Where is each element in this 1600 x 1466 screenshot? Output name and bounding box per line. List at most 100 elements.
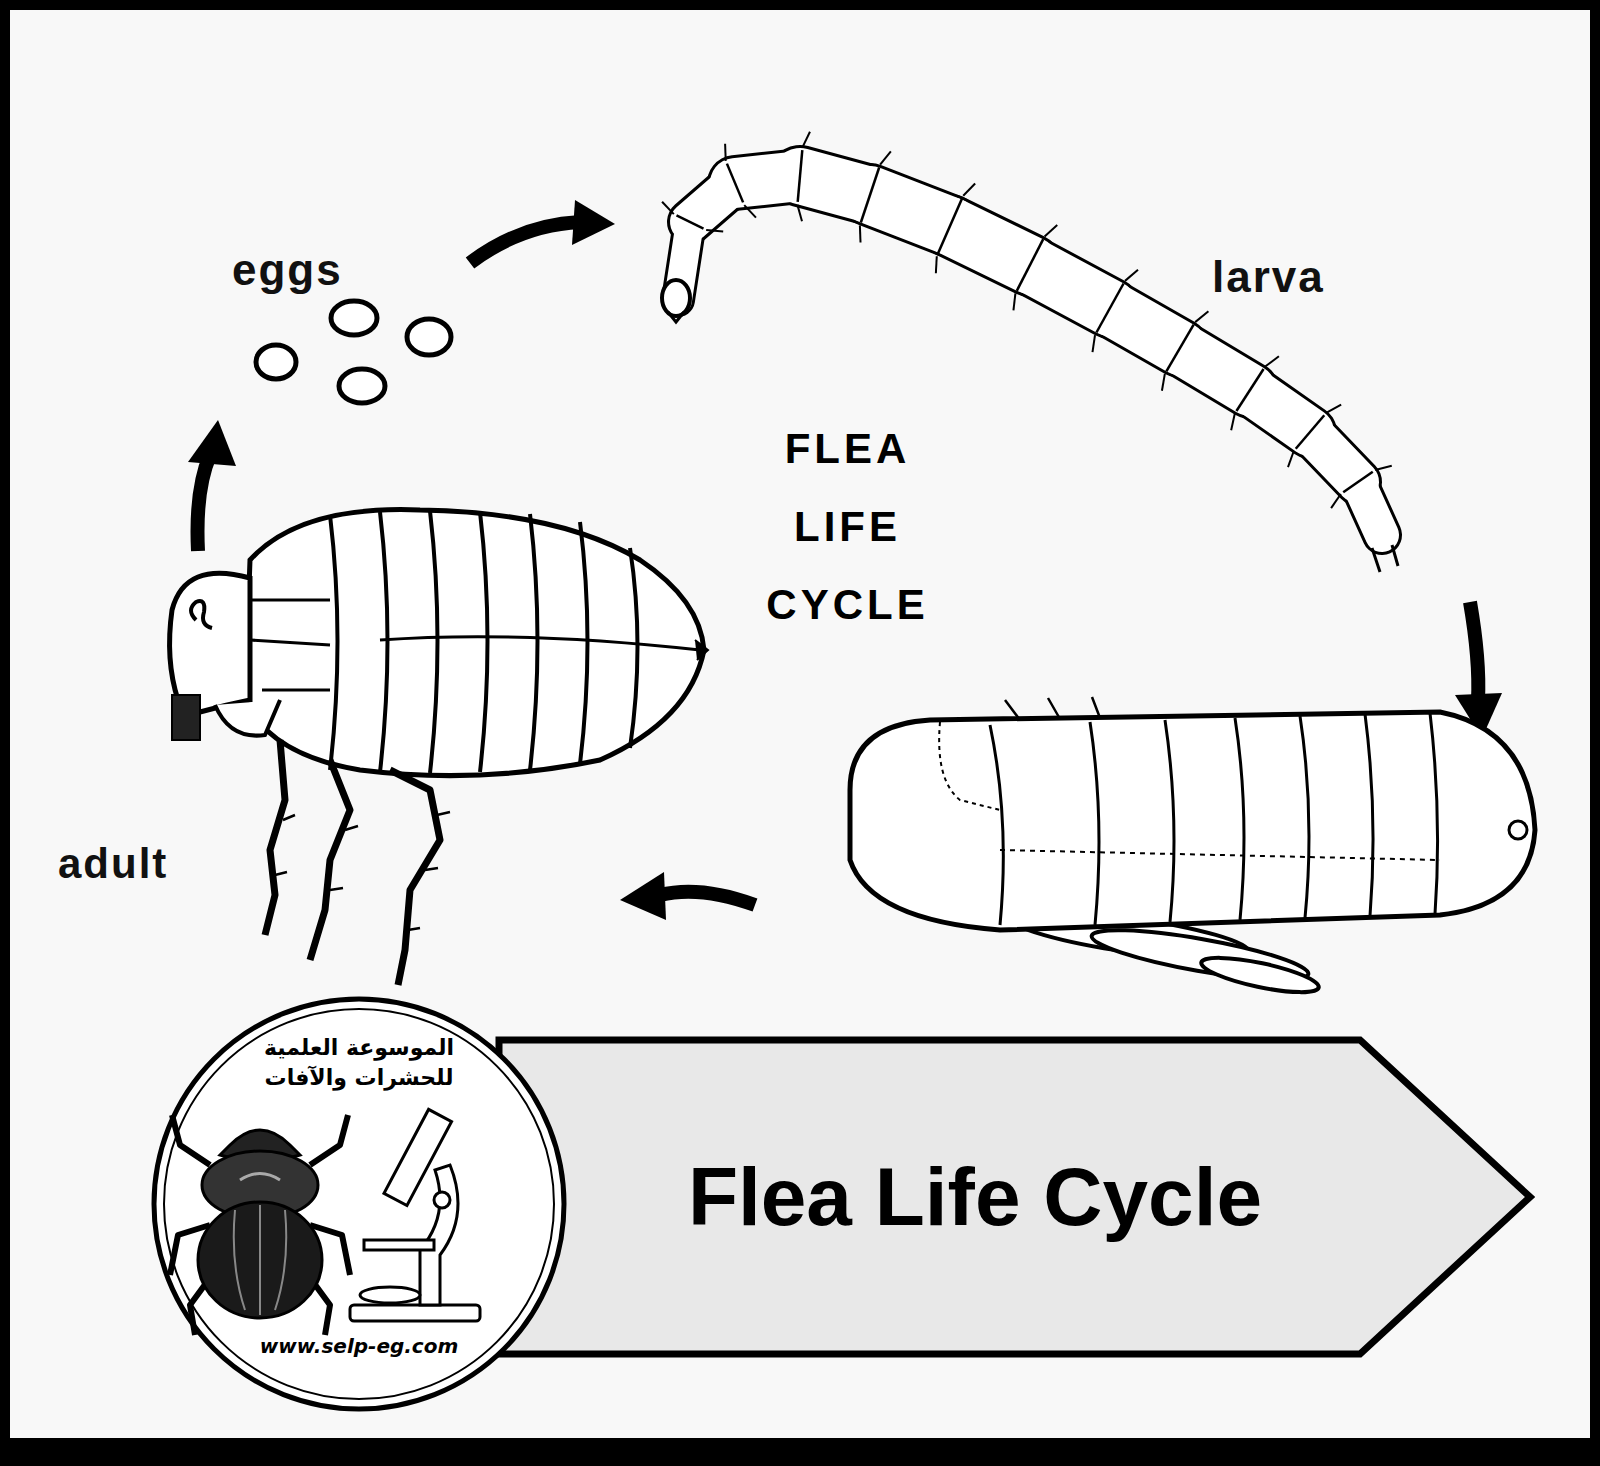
adult-flea-drawing-part <box>215 700 280 736</box>
larva-bristle <box>1375 466 1392 470</box>
banner-shape <box>499 1040 1530 1354</box>
larva-bristle <box>1326 405 1341 413</box>
larva-bristle <box>1288 451 1294 467</box>
larva-bristle <box>724 144 727 161</box>
larva-segment-line <box>938 199 962 254</box>
larva-segment-line <box>677 215 704 228</box>
pupa-drawing-part <box>850 712 1535 930</box>
stage-label: adult <box>58 840 168 888</box>
page-ground: FLEA LIFE CYCLE eggs larva adult الموسوعة ال… <box>10 10 1590 1438</box>
pupa-drawing-part <box>1509 821 1527 839</box>
egg-group <box>256 301 451 403</box>
microscope-knob <box>434 1192 450 1208</box>
larva-segment-line <box>861 167 879 222</box>
adult-flea-drawing <box>170 510 708 985</box>
larva-segment-line <box>727 164 743 203</box>
stage-label: larva <box>1212 252 1325 302</box>
egg-group-part <box>339 369 385 403</box>
pupa-drawing-part <box>1365 714 1373 916</box>
larva-head <box>662 280 690 316</box>
cycle-arrow-part <box>470 222 580 263</box>
larva-bristle <box>662 202 674 214</box>
pupa-drawing-part <box>1199 951 1321 999</box>
microscope-mirror <box>360 1287 420 1303</box>
adult-flea-drawing-part <box>245 510 704 776</box>
adult-flea-drawing-part <box>330 511 638 773</box>
larva-outline <box>1358 482 1382 535</box>
beetle-striae <box>234 1205 287 1315</box>
title-banner: Flea Life Cycle <box>495 1036 1535 1358</box>
logo-inner-ring <box>164 1009 554 1399</box>
beetle-leg <box>170 1115 350 1335</box>
cycle-arrow-part <box>198 455 211 551</box>
larva-bristle <box>744 205 756 217</box>
larva-bristle <box>1231 414 1235 431</box>
egg-group-part <box>331 301 377 335</box>
cycle-title: FLEA LIFE CYCLE <box>745 410 950 644</box>
pupa-drawing <box>850 697 1535 999</box>
microscope-icon <box>350 1109 480 1321</box>
pupa-drawing-part <box>1300 716 1309 918</box>
adult-flea-drawing-part <box>191 601 212 628</box>
pupa-drawing-part <box>1000 850 1440 860</box>
beetle-elytra <box>198 1202 322 1318</box>
cycle-arrow-part <box>620 872 666 920</box>
pupa-drawing-part <box>939 722 1000 810</box>
adult-flea-drawing-part <box>265 740 440 985</box>
larva-bristle <box>1092 335 1094 352</box>
adult-flea-drawing-part <box>172 695 200 740</box>
larva-bristle <box>1331 494 1341 508</box>
logo-url: www.selp-eg.com <box>219 1333 499 1359</box>
microscope-arm <box>420 1165 458 1305</box>
egg-group-part <box>407 319 451 355</box>
larva-drawing <box>662 132 1398 572</box>
larva-bristle <box>706 230 723 232</box>
egg-group-part <box>256 345 296 379</box>
larva-segment-line <box>1343 472 1373 493</box>
pupa-drawing-part <box>1005 697 1100 720</box>
larva-segment-line <box>798 150 803 202</box>
larva-segment-line <box>1096 284 1123 333</box>
banner-title: Flea Life Cycle <box>688 1147 1262 1247</box>
adult-flea-drawing-part <box>695 640 708 660</box>
logo-ring <box>154 999 564 1409</box>
beetle-highlight <box>240 1174 280 1181</box>
adult-flea-drawing-part <box>250 600 330 690</box>
larva-bristle <box>1013 293 1015 310</box>
pupa-drawing-part <box>1235 718 1244 920</box>
larva-bristle <box>1162 374 1165 391</box>
larva-bristle <box>1045 225 1058 237</box>
larva-bristle <box>963 184 975 196</box>
adult-flea-drawing-part <box>380 637 700 650</box>
larva-bristle <box>880 151 891 164</box>
adult-flea-drawing-part <box>275 812 450 930</box>
pupa-drawing-part <box>1430 713 1438 914</box>
larva-segment-line <box>1236 369 1263 411</box>
stage-label: eggs <box>232 245 343 295</box>
larva-segment-line <box>1296 415 1325 448</box>
larva-body <box>1358 482 1382 535</box>
larva-bristle <box>1195 311 1208 322</box>
logo-circle: الموسوعة العلمية للحشرات والآفات www.selp… <box>150 995 568 1413</box>
cycle-arrow-part <box>1470 602 1478 700</box>
microscope-stage <box>364 1240 434 1250</box>
larva-bristle <box>935 256 938 273</box>
larva-segment-line <box>1017 239 1043 291</box>
larva-bristle <box>1125 270 1138 281</box>
cycle-arrow-part <box>188 420 236 466</box>
pupa-drawing-part <box>1090 722 1099 925</box>
cycle-arrow-part <box>660 892 755 905</box>
cycle-arrow-part <box>572 200 615 245</box>
microscope-base <box>350 1305 480 1321</box>
larva-segment-line <box>1166 325 1193 372</box>
larva-bristle <box>797 205 802 221</box>
larva-mouth <box>668 312 684 322</box>
larva-bristle <box>859 225 862 242</box>
pupa-drawing-part <box>1165 720 1174 922</box>
pupa-drawing-part <box>990 725 1003 925</box>
larva-bristle <box>803 132 810 147</box>
logo-arabic-text: الموسوعة العلمية للحشرات والآفات <box>234 1033 484 1093</box>
larva-bristle <box>1265 356 1279 366</box>
larva-tail <box>1372 545 1398 572</box>
adult-flea-drawing-part <box>170 573 250 712</box>
